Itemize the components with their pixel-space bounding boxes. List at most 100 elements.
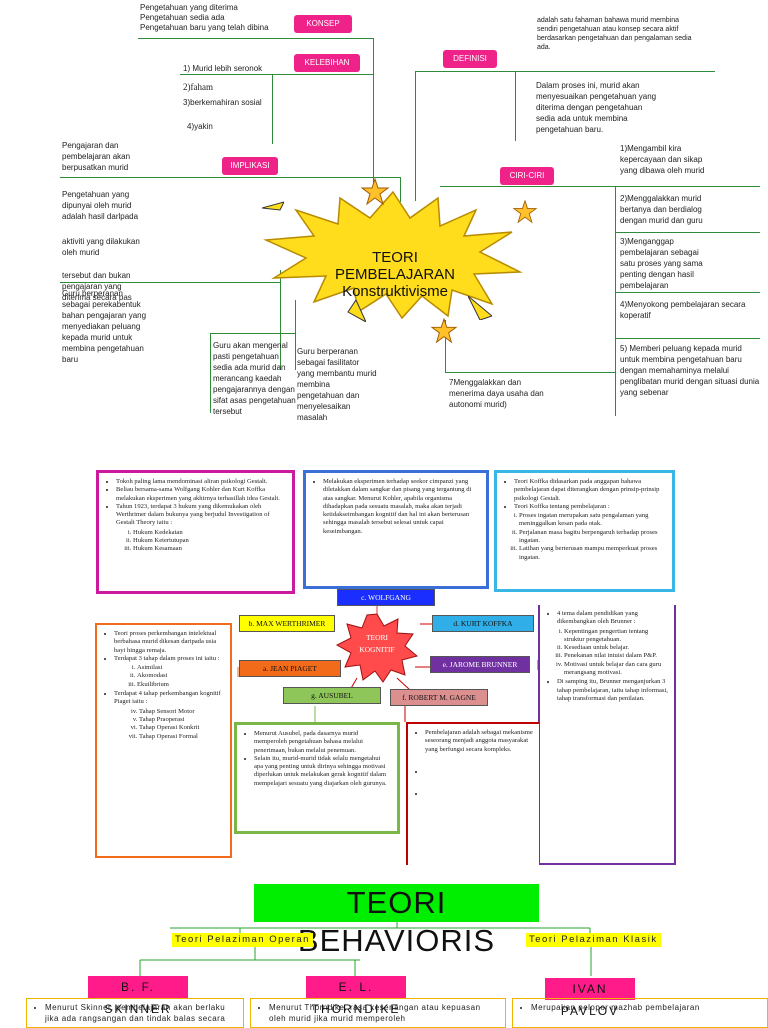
box-item: Terdapat 3 tahap dalam proses ini iaitu …	[114, 655, 224, 663]
box-item: Melakukan eksperimen terhadap seekor cim…	[323, 478, 480, 536]
box-subitem: Ekuilibrium	[137, 681, 224, 689]
connector-line	[60, 282, 280, 283]
label-pelaziman-operan: Teori Pelaziman Operan	[172, 933, 313, 947]
konsep-text: Pengetahuan yang diterima Pengetahuan se…	[140, 3, 290, 33]
box-item: Beliau bersama-sama Wolfgang Kohler dan …	[116, 486, 286, 503]
konsep-line: Pengetahuan sedia ada	[140, 13, 225, 22]
connector-line	[615, 186, 616, 416]
connector-line	[373, 38, 374, 188]
label-definisi: DEFINISI	[443, 50, 497, 68]
banner-pavlov: IVAN PAVLOV	[545, 978, 635, 1018]
box-subitem: Penekanan nilai intuisi dalam P&P.	[564, 652, 668, 660]
spark-icon	[262, 201, 284, 211]
box-subitem: Proses ingatan merupakan satu pengalaman…	[519, 512, 666, 529]
kelebihan-item: 2)faham	[183, 82, 213, 92]
definisi-text: adalah satu fahaman bahawa murid membina…	[537, 17, 692, 51]
tag-kurt-koffka: d. KURT KOFFKA	[432, 615, 534, 632]
connector-line	[515, 71, 516, 141]
box-subitem: Tahap Operasi Konkrit	[139, 724, 224, 732]
box-robert-gagne: Pembelajaran adalah sebagai mekanisme se…	[406, 722, 539, 865]
implikasi-text: Pengetahuan yang dipunyai oleh murid ada…	[62, 190, 139, 221]
banner-thorndike: E. L. THORNDIKE	[306, 976, 406, 1016]
box-item	[425, 768, 533, 776]
ciri-item: 2)Menggalakkan murid bertanya dan berdia…	[620, 194, 703, 225]
central-title: TEORI PEMBELAJARAN Konstruktivisme	[310, 249, 480, 300]
box-subitem: Tahap Sensori Motor	[139, 708, 224, 716]
central-title-line1: TEORI PEMBELAJARAN	[334, 249, 456, 283]
label-pelaziman-klasik: Teori Pelaziman Klasik	[526, 933, 661, 947]
box-subitem: Latihan yang berterusan mampu memperkuat…	[519, 545, 666, 562]
box-wolfgang: Melakukan eksperimen terhadap seekor cim…	[303, 470, 489, 589]
box-item: Teori Koffka didasarkan pada anggapan ba…	[514, 478, 666, 503]
kelebihan-item: 4)yakin	[187, 122, 213, 131]
banner-skinner: B. F. SKINNER	[88, 976, 188, 1016]
guru-fasilitator-text: Guru berperanan sebagai fasilitator yang…	[297, 347, 377, 422]
implikasi-text: Pengajaran dan pembelajaran akan berpusa…	[62, 141, 131, 172]
tag-jean-piaget: a. JEAN PIAGET	[239, 660, 341, 677]
spark-icon	[347, 300, 366, 322]
label-implikasi: IMPLIKASI	[222, 157, 278, 175]
box-subitem: Hukum Kedekatan	[133, 529, 286, 537]
box-item: Di samping itu, Brunner menganjurkan 3 t…	[557, 678, 668, 703]
box-subitem: Tahap Praoperasi	[139, 716, 224, 724]
connector-line	[445, 320, 446, 372]
spark-icon	[468, 296, 492, 320]
box-subitem: Hukum Ketertutupan	[133, 537, 286, 545]
implikasi-text: aktiviti yang dilakukan oleh murid	[62, 237, 140, 257]
box-item: Teori proses perkembangan intelektual be…	[114, 630, 224, 655]
label-ciri-ciri: CIRI-CIRI	[500, 167, 554, 185]
box-item: Teori Koffka tentang pembelajaran :	[514, 503, 666, 511]
central-title-line2: Konstruktivisme	[342, 283, 448, 300]
connector-line	[60, 177, 400, 178]
tag-ausubel: g. AUSUBEL	[283, 687, 381, 704]
ciri-item: 5) Memberi peluang kepada murid untuk me…	[620, 344, 760, 397]
ciri-item: 3)Menganggap pembelajaran sebagai satu p…	[620, 237, 703, 290]
kognitif-center-star	[335, 613, 419, 683]
box-item: Tokoh paling lama mendominasi aliran psi…	[116, 478, 286, 486]
box-item: Menurut Skinner, pembelajaran akan berla…	[45, 1002, 237, 1024]
connector-line	[615, 292, 760, 293]
connector-line	[272, 74, 273, 144]
connector-line	[445, 372, 615, 373]
box-item: Menurut Thorndike, rasa kesenangan atau …	[269, 1002, 499, 1024]
box-item: Pembelajaran adalah sebagai mekanisme se…	[425, 729, 533, 754]
center-line1: TEORI	[365, 633, 389, 642]
star-icon	[512, 200, 538, 224]
connector-line	[138, 38, 373, 39]
behavioris-title: TEORI BEHAVIORIS	[254, 884, 539, 958]
box-item: Terdapat 4 tahap perkembangan kognitif P…	[114, 690, 224, 707]
box-kurt-koffka: Teori Koffka didasarkan pada anggapan ba…	[494, 470, 675, 592]
connector-line	[280, 270, 281, 370]
box-subitem: Asimilasi	[137, 664, 224, 672]
box-item: Menurut Ausubel, pada dasarnya murid mem…	[254, 730, 391, 755]
center-line2: KOGNITIF	[359, 645, 395, 654]
box-item: Tahun 1923, terdapat 3 hukum yang dikemu…	[116, 503, 286, 528]
connector-line	[415, 71, 416, 201]
ciri-item: 1)Mengambil kira kepercayaan dan sikap y…	[620, 144, 705, 175]
box-subitem: Perjalanan masa bagitu berpengaruh terha…	[519, 529, 666, 546]
label-konsep: KONSEP	[294, 15, 352, 33]
box-item	[425, 790, 533, 798]
box-subitem: Kepentingan pengertian tentang struktur …	[564, 628, 668, 645]
box-jean-piaget: Teori proses perkembangan intelektual be…	[95, 623, 232, 858]
kelebihan-item: 1) Murid lebih seronok	[183, 64, 263, 73]
connector-line	[295, 300, 296, 370]
box-max-werthrimer: Tokoh paling lama mendominasi aliran psi…	[96, 470, 295, 594]
autonomi-text: 7Menggalakkan dan menerima daya usaha da…	[449, 378, 544, 409]
implikasi-text: tersebut dan bukan pengajaran yang diter…	[62, 271, 132, 302]
box-subitem: Tahap Operasi Formal	[139, 733, 224, 741]
guru-kenal-text: Guru akan mengenal pasti pengetahuan sed…	[213, 341, 296, 416]
implikasi-text: Guru berperanan sebagai perekabentuk bah…	[62, 289, 147, 364]
behavioris-connectors	[139, 922, 592, 976]
tag-wolfgang: c. WOLFGANG	[337, 589, 435, 606]
kelebihan-item: 3)berkemahiran sosial	[183, 98, 262, 107]
kognitif-center-title: TEORI KOGNITIF	[345, 632, 409, 656]
connector-line	[615, 338, 760, 339]
connector-line	[440, 186, 760, 187]
box-subitem: Hukum Kesamaan	[133, 545, 286, 553]
box-jarome-brunner: 4 tema dalam pendidikan yang dikembangka…	[538, 605, 676, 865]
tag-jarome-brunner: e. JAROME BRUNNER	[430, 656, 530, 673]
connector-line	[515, 71, 715, 72]
box-subitem: Motivasi untuk belajar dan cara guru mer…	[564, 661, 668, 678]
connector-line	[415, 71, 515, 72]
